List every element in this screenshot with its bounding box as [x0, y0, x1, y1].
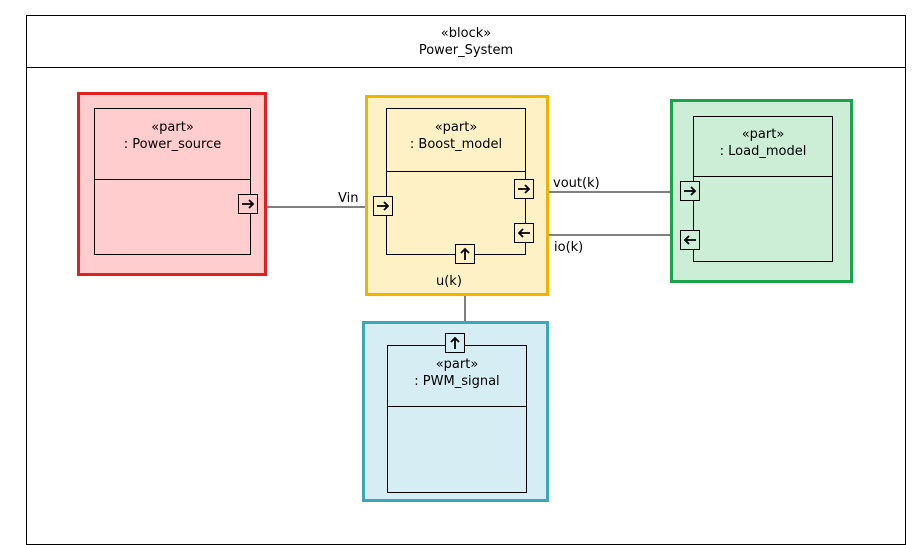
part-load-model-highlight[interactable] [670, 99, 853, 283]
arrow-up-icon [460, 247, 470, 260]
port-power-source-out[interactable] [238, 194, 258, 214]
port-load-io-out[interactable] [680, 230, 700, 250]
part-stereotype: «part» [435, 357, 479, 372]
flow-label-io: io(k) [554, 240, 584, 255]
arrow-right-icon [518, 184, 531, 194]
arrow-right-icon [242, 199, 255, 209]
port-boost-vin-in[interactable] [373, 196, 393, 216]
port-boost-u-in[interactable] [455, 244, 475, 264]
part-stereotype: «part» [151, 120, 194, 135]
port-load-vout-in[interactable] [680, 181, 700, 201]
part-load-model[interactable]: «part» : Load_model [693, 116, 833, 262]
block-header: «block» Power_System [26, 15, 906, 68]
part-name: : Boost_model [409, 137, 503, 152]
part-stereotype: «part» [741, 127, 785, 142]
arrow-up-icon [450, 336, 460, 349]
block-name: Power_System [418, 43, 514, 58]
part-load-model-header: «part» : Load_model [694, 126, 832, 177]
part-pwm-signal-header: «part» : PWM_signal [388, 356, 526, 407]
part-name: : Power_source [123, 137, 222, 152]
flow-label-u: u(k) [436, 274, 462, 289]
arrow-left-icon [683, 235, 696, 245]
flow-label-vout: vout(k) [553, 176, 600, 191]
arrow-right-icon [377, 201, 390, 211]
port-boost-vout-out[interactable] [514, 179, 534, 199]
flow-label-vin: Vin [338, 191, 359, 206]
part-power-source-header: «part» : Power_source [95, 119, 250, 180]
part-pwm-signal[interactable]: «part» : PWM_signal [387, 345, 527, 493]
part-stereotype: «part» [434, 120, 478, 135]
block-stereotype: «block» [440, 26, 492, 41]
port-boost-io-in[interactable] [514, 223, 534, 243]
arrow-left-icon [517, 228, 530, 238]
part-power-source[interactable]: «part» : Power_source [94, 108, 251, 255]
part-name: : PWM_signal [414, 374, 500, 389]
part-power-source-highlight[interactable] [77, 92, 267, 276]
port-pwm-u-out[interactable] [445, 333, 465, 353]
part-name: : Load_model [719, 144, 807, 159]
part-boost-model[interactable]: «part» : Boost_model [386, 108, 526, 255]
part-boost-model-header: «part» : Boost_model [387, 119, 525, 172]
arrow-right-icon [684, 186, 697, 196]
